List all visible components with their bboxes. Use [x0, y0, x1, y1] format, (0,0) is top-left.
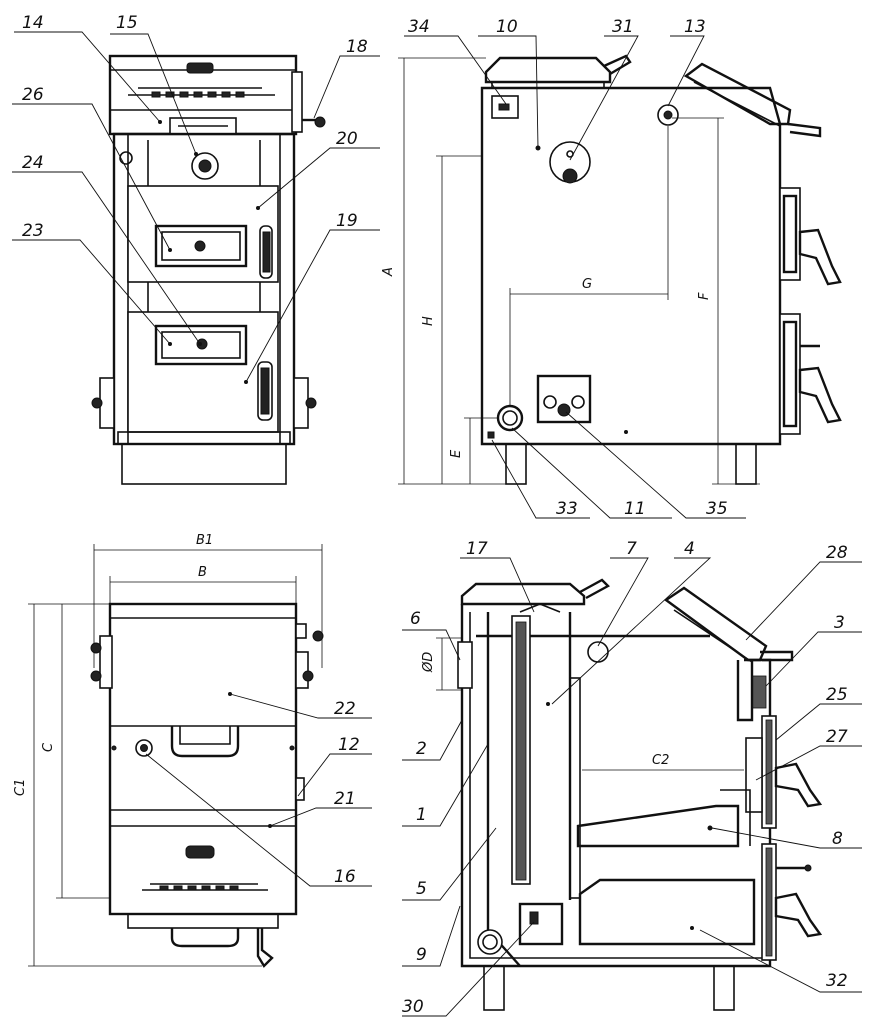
callout-1: 1 [416, 805, 427, 825]
callout-19: 19 [336, 211, 358, 231]
callout-6: 6 [410, 609, 421, 629]
callout-23: 23 [22, 221, 44, 241]
callout-2: 2 [416, 739, 427, 759]
callout-34: 34 [408, 17, 430, 37]
callout-13: 13 [684, 17, 706, 37]
callout-numbers: 14 15 18 26 20 24 19 23 34 10 31 13 33 1… [22, 13, 848, 1017]
callout-25: 25 [826, 685, 848, 705]
callout-26: 26 [22, 85, 44, 105]
callout-20: 20 [336, 129, 358, 149]
dim-label-d: ØD [421, 652, 436, 673]
callout-8: 8 [832, 829, 843, 849]
callout-5: 5 [416, 879, 427, 899]
callout-21: 21 [334, 789, 356, 809]
callout-35: 35 [706, 499, 728, 519]
dim-label-c: C [41, 742, 56, 752]
dim-label-b: B [198, 565, 207, 580]
dim-label-b1: B1 [196, 533, 213, 548]
dim-label-h: H [421, 316, 436, 326]
front-view [91, 54, 326, 485]
callout-3: 3 [834, 613, 845, 633]
top-view [28, 544, 324, 968]
callout-32: 32 [826, 971, 848, 991]
callout-9: 9 [416, 945, 427, 965]
callout-27: 27 [826, 727, 848, 747]
dim-label-a: A [381, 267, 396, 277]
callout-14: 14 [22, 13, 44, 33]
leader-lines [12, 31, 862, 1017]
callout-11: 11 [624, 499, 646, 519]
callout-31: 31 [612, 17, 634, 37]
section-view [436, 578, 823, 1011]
side-view [398, 54, 842, 485]
callout-7: 7 [626, 539, 637, 559]
callout-15: 15 [116, 13, 138, 33]
callout-30: 30 [402, 997, 424, 1017]
callout-24: 24 [22, 153, 44, 173]
callout-18: 18 [346, 37, 368, 57]
callout-16: 16 [334, 867, 356, 887]
callout-28: 28 [826, 543, 848, 563]
callout-10: 10 [496, 17, 518, 37]
dimension-labels: A H E G F B1 B C1 C C2 ØD [13, 267, 712, 796]
callout-22: 22 [334, 699, 356, 719]
dim-label-c1: C1 [13, 779, 28, 796]
callout-12: 12 [338, 735, 360, 755]
dim-label-c2: C2 [652, 753, 669, 768]
dim-label-e: E [449, 449, 464, 458]
dim-label-g: G [582, 277, 592, 292]
callout-17: 17 [466, 539, 488, 559]
callout-4: 4 [684, 539, 695, 559]
dim-label-f: F [697, 292, 712, 300]
callout-33: 33 [556, 499, 578, 519]
